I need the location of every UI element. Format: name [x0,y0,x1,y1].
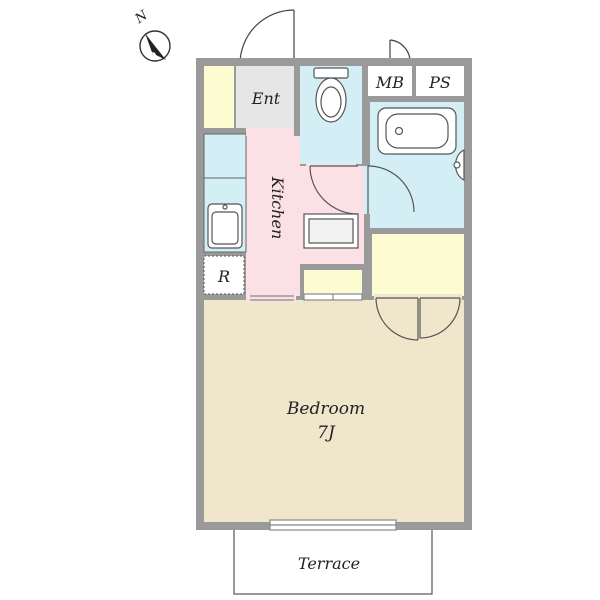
meter-box [368,66,412,96]
compass: N [132,8,171,62]
bedroom-size: 7J [317,423,336,443]
pipe-space [416,66,464,96]
entrance-label: Ent [251,89,281,108]
washing-machine-pan-icon [303,213,359,249]
pipe-space-label: PS [428,73,451,92]
bedroom-label: Bedroom [286,399,365,419]
meter-box-label: MB [375,73,404,92]
entrance-door [239,9,295,65]
north-arrow-icon [139,30,171,62]
refrigerator-space [203,255,245,295]
bedroom [204,300,464,522]
terrace-label: Terrace [298,554,360,573]
washbasin-icon [453,149,465,181]
interior-doors [246,128,462,531]
shoe-closet [204,66,234,128]
compass-north-label: N [132,8,151,28]
refrigerator-label: R [217,267,230,286]
bathtub-icon [377,107,457,155]
entrance-floor [236,66,294,128]
kitchen-label: Kitchen [268,176,287,240]
toilet-icon [313,67,349,123]
kitchen-storage [304,270,362,294]
closet [372,234,464,296]
sink-icon [207,203,243,249]
